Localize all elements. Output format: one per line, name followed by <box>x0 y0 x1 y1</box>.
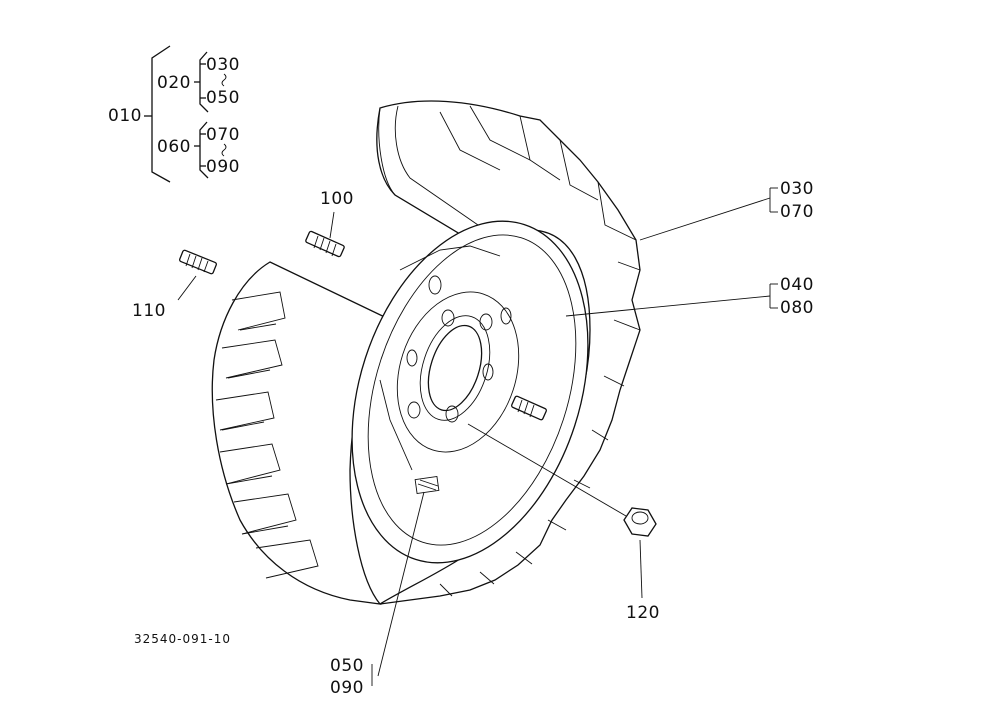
label-030-tree: 030 <box>206 55 240 75</box>
label-110: 110 <box>132 301 166 321</box>
label-080: 080 <box>780 298 814 318</box>
drawing-number: 32540-091-10 <box>134 632 232 646</box>
label-120: 120 <box>626 603 660 623</box>
leader-lines <box>177 187 778 686</box>
label-090-bottom: 090 <box>330 678 364 698</box>
label-070-right: 070 <box>780 202 814 222</box>
label-070-tree: 070 <box>206 125 240 145</box>
wheel-disc <box>351 220 589 564</box>
label-050-tree: 050 <box>206 88 240 108</box>
stud-bolt-100 <box>305 230 345 258</box>
stud-bolt-disc <box>511 395 547 421</box>
label-100: 100 <box>320 189 354 209</box>
label-050-bottom: 050 <box>330 656 364 676</box>
label-060: 060 <box>157 137 191 157</box>
label-020: 020 <box>157 73 191 93</box>
label-090-tree: 090 <box>206 157 240 177</box>
label-030-right: 030 <box>780 179 814 199</box>
label-010: 010 <box>108 106 142 126</box>
stud-bolt-110 <box>179 249 217 275</box>
label-040: 040 <box>780 275 814 295</box>
hex-nut-120 <box>623 507 657 537</box>
parts-hierarchy-tree <box>144 45 227 183</box>
tire-left-half <box>211 261 397 605</box>
